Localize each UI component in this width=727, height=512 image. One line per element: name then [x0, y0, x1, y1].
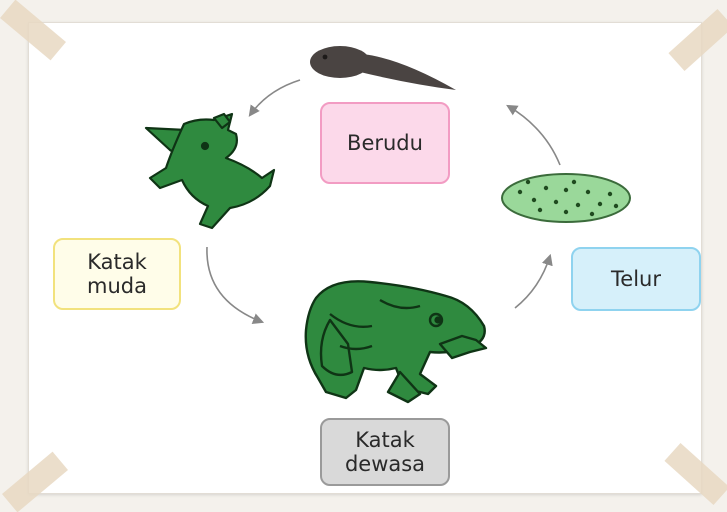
label-katak-dewasa: Katak dewasa	[320, 418, 450, 486]
egg-mass-illustration	[502, 174, 630, 222]
arrow-dewasa-to-telur	[515, 256, 550, 308]
adult-frog-illustration	[306, 281, 486, 402]
label-katak-muda: Katak muda	[53, 238, 181, 310]
tadpole-illustration	[310, 46, 456, 90]
young-frog-illustration	[146, 114, 274, 228]
arrow-berudu-to-muda	[250, 80, 300, 115]
label-berudu: Berudu	[320, 102, 450, 184]
arrow-telur-to-berudu	[508, 106, 560, 165]
label-telur: Telur	[571, 247, 701, 311]
arrow-muda-to-dewasa	[207, 247, 262, 322]
